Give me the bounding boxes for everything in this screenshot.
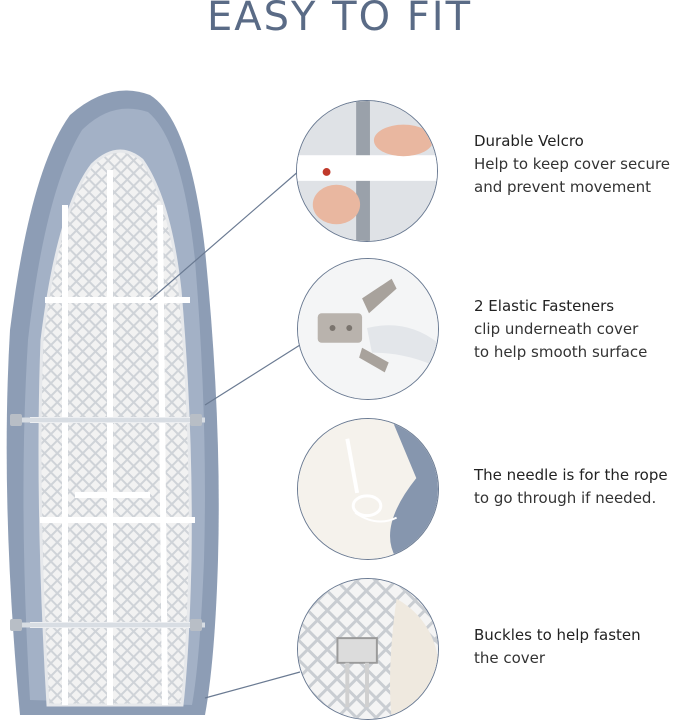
page-title: EASY TO FIT	[206, 0, 473, 40]
feature-description: to help smooth surface	[474, 343, 648, 361]
feature-description: clip underneath cover	[474, 320, 639, 338]
needle-icon	[298, 419, 438, 559]
needle-detail-circle	[297, 418, 439, 560]
feature-fasteners: 2 Elastic Fasteners clip underneath cove…	[474, 295, 647, 364]
clip-icon	[298, 259, 438, 399]
feature-description: Help to keep cover secure	[474, 155, 671, 173]
velcro-icon	[297, 101, 437, 241]
feature-needle: The needle is for the rope to go through…	[474, 464, 668, 510]
feature-heading: The needle is for the rope	[474, 466, 668, 484]
fastener-detail-circle	[297, 258, 439, 400]
buckle-detail-circle	[297, 578, 439, 720]
velcro-detail-circle	[296, 100, 438, 242]
buckle-icon	[298, 579, 438, 719]
feature-description: and prevent movement	[474, 178, 651, 196]
feature-description: the cover	[474, 649, 546, 667]
feature-heading: Durable Velcro	[474, 132, 584, 150]
feature-buckles: Buckles to help fasten the cover	[474, 624, 641, 670]
feature-description: to go through if needed.	[474, 489, 657, 507]
feature-heading: 2 Elastic Fasteners	[474, 297, 615, 315]
feature-velcro: Durable Velcro Help to keep cover secure…	[474, 130, 670, 199]
feature-heading: Buckles to help fasten	[474, 626, 641, 644]
